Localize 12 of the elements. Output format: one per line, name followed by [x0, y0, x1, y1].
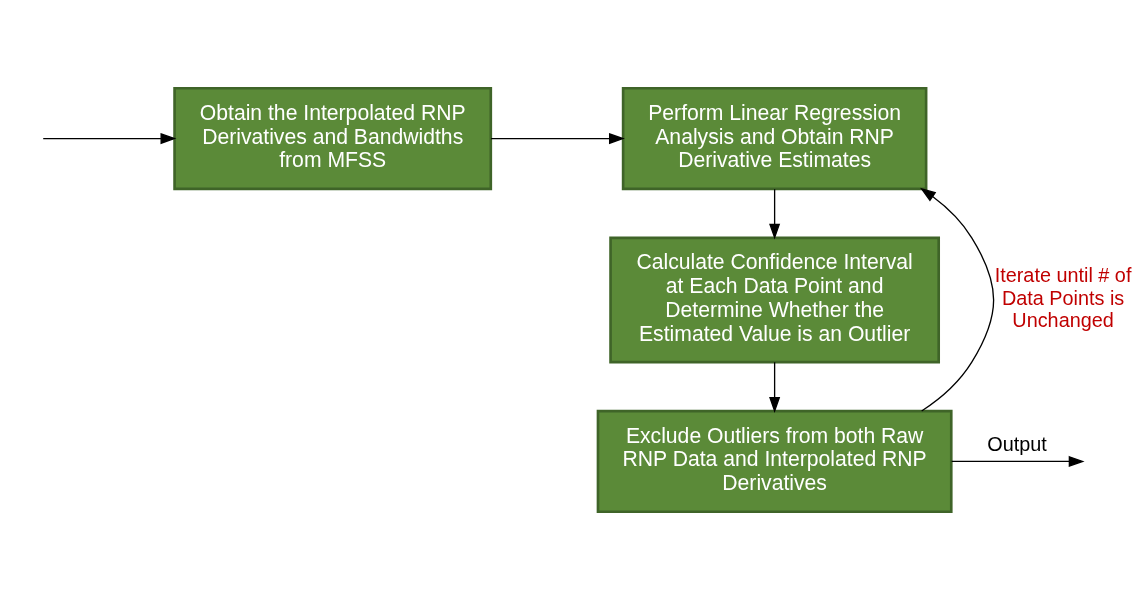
node-box: Exclude Outliers from both Raw RNP Data and Interpolated RNP Derivatives — [596, 409, 953, 514]
edge-label: Output — [987, 432, 1047, 455]
edge-label: Iterate until # of Data Points is Unchanged — [994, 264, 1132, 332]
arrow — [951, 455, 1085, 467]
node-box: Obtain the Interpolated RNP Derivatives and Bandwidths from MFSS — [173, 86, 493, 191]
arrow — [490, 133, 625, 145]
node-box: Calculate Confidence Interval at Each Data Point and Determine Whether the Estimated Value is an Outlier — [609, 236, 941, 364]
arrow — [42, 133, 177, 145]
arrow — [769, 361, 781, 413]
node-box: Perform Linear Regression Analysis and Obtain RNP Derivative Estimates — [621, 86, 928, 191]
arrow — [920, 187, 995, 412]
arrow — [769, 188, 781, 240]
